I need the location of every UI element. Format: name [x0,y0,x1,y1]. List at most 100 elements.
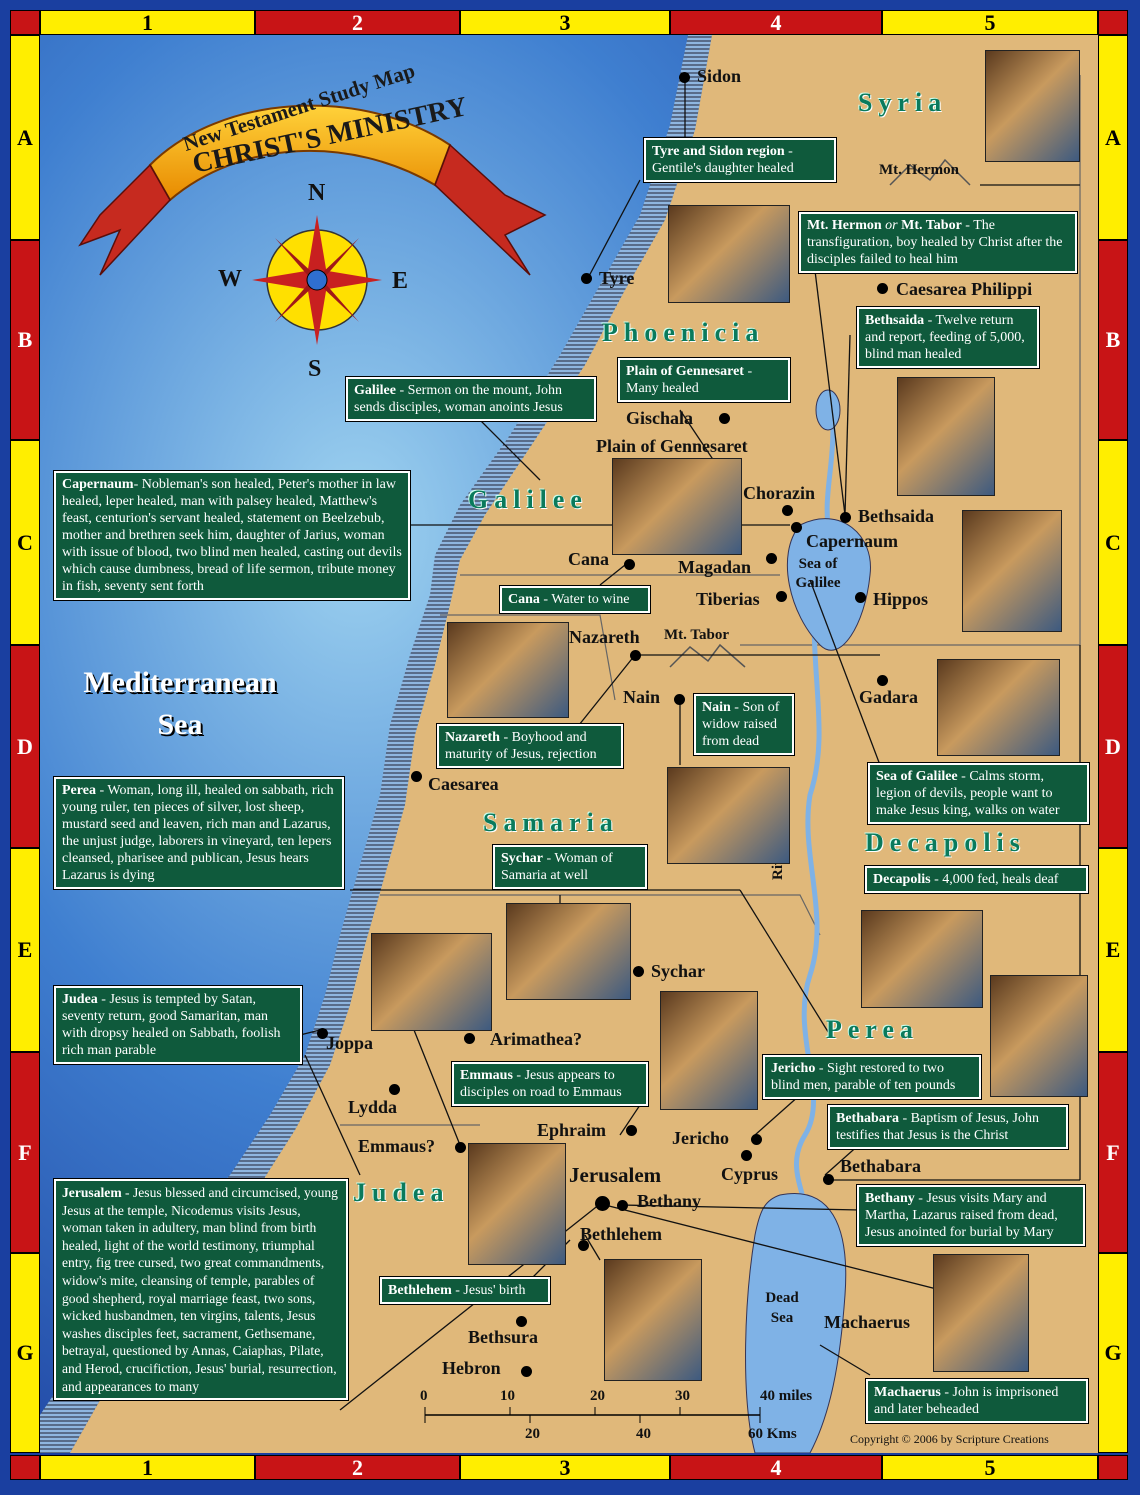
scale-km-60: 60 Kms [748,1426,797,1442]
scale-miles-30: 30 [675,1388,690,1404]
dot-bethsaida [840,512,851,523]
place-hebron: Hebron [442,1358,501,1378]
place-gennesaret: Plain of Gennesaret [596,436,748,456]
corner-block [1098,1455,1128,1480]
column-label-top-2: 2 [255,10,460,35]
place-sychar: Sychar [651,961,705,981]
region-judea: Judea [353,1178,450,1207]
dot-bethany [617,1200,628,1211]
box-perea: Perea - Woman, long ill, healed on sabba… [54,777,344,889]
dot-jerusalem [595,1196,610,1211]
place-hippos: Hippos [873,589,929,609]
compass-w: W [218,266,242,292]
column-label-bottom-3: 3 [460,1455,670,1480]
place-machaerus: Machaerus [824,1312,910,1332]
dot-gadara [877,675,888,686]
box-bethlehem-text: - Jesus' birth [451,1283,526,1298]
place-gadara: Gadara [859,687,919,707]
place-nazareth: Nazareth [569,627,640,647]
region-phoenicia: Phoenicia [602,318,765,347]
scale-bar [424,1407,761,1423]
compass-rose [252,215,382,345]
image-perea-scene [861,910,983,1008]
box-transfiguration-text: - The transfiguration, boy healed by Chr… [807,218,1063,267]
box-sea-of-galilee: Sea of Galilee - Calms storm, legion of … [868,763,1089,824]
place-nain: Nain [623,687,661,707]
box-emmaus-title: Emmaus [460,1068,513,1083]
box-gennesaret-title: Plain of Gennesaret [626,364,744,379]
copyright: Copyright © 2006 by Scripture Creations [850,1432,1049,1446]
region-decapolis: Decapolis [865,828,1026,857]
region-borders [340,75,1081,1126]
box-bethany-title: Bethany [865,1191,915,1206]
column-label-bottom-1: 1 [40,1455,255,1480]
dot-sychar [633,966,644,977]
image-samaritan-woman [506,903,631,1000]
compass-e: E [392,268,409,294]
mt-hermon-symbol [889,158,971,186]
image-transfiguration [985,50,1080,162]
mt-tabor-symbol [669,643,746,668]
box-tyre-sidon-text: - Gentile's daughter healed [652,144,794,176]
dot-jericho [751,1134,762,1145]
dot-tyre [581,273,592,284]
box-judea-title: Judea [62,992,98,1007]
image-nazareth-shop [447,622,569,718]
box-bethsaida-text: - Twelve return and report, feeding of 5… [865,313,1025,362]
box-emmaus: Emmaus - Jesus appears to disciples on r… [452,1062,648,1106]
place-bethabara: Bethabara [840,1156,921,1176]
row-label-right-D: D [1098,645,1128,848]
column-label-bottom-5: 5 [882,1455,1098,1480]
box-bethabara-title: Bethabara [836,1111,899,1126]
dot-tiberias [776,591,787,602]
place-magadan: Magadan [678,557,752,577]
box-tyre-sidon: Tyre and Sidon region - Gentile's daught… [644,138,836,182]
region-perea: Perea [826,1015,920,1044]
place-bethlehem: Bethlehem [580,1224,662,1244]
box-transfiguration-or: or [881,218,902,233]
box-bethlehem-title: Bethlehem [388,1283,452,1298]
dot-gischala [719,413,730,424]
dot-cyprus [741,1150,752,1161]
place-sidon: Sidon [697,66,742,86]
place-lydda: Lydda [348,1097,398,1117]
dot-nazareth [630,650,641,661]
row-label-left-A: A [10,35,40,240]
box-bethany-text: - Jesus visits Mary and Martha, Lazarus … [865,1191,1058,1240]
corner-block [1098,10,1128,35]
sea-label-line2: Sea [157,708,203,741]
box-galilee-text: - Sermon on the mount, John sends discip… [354,383,563,415]
place-joppa: Joppa [326,1033,374,1053]
place-cyprus: Cyprus [721,1164,779,1184]
box-machaerus-title: Machaerus [874,1385,941,1400]
box-decapolis-text: - 4,000 fed, heals deaf [930,872,1059,887]
place-mt-tabor: Mt. Tabor [664,627,730,643]
box-nain-text: - Son of widow raised from dead [702,700,780,749]
column-label-top-4: 4 [670,10,882,35]
row-label-left-G: G [10,1253,40,1453]
box-sea-of-galilee-text: - Calms storm, legion of devils, people … [876,769,1060,818]
place-jericho: Jericho [672,1128,729,1148]
box-transfiguration-title2: Mt. Tabor [901,218,962,233]
dot-joppa [317,1028,328,1039]
box-galilee: Galilee - Sermon on the mount, John send… [346,377,596,421]
box-sea-of-galilee-title: Sea of Galilee [876,769,958,784]
box-bethany: Bethany - Jesus visits Mary and Martha, … [857,1185,1085,1246]
box-decapolis-title: Decapolis [873,872,931,887]
sea-label: Mediterranean Sea [55,662,305,746]
box-jericho: Jericho - Sight restored to two blind me… [763,1055,981,1099]
compass-n: N [308,180,326,206]
place-ephraim: Ephraim [537,1120,607,1140]
row-label-right-E: E [1098,848,1128,1052]
box-transfiguration-title: Mt. Hermon [807,218,882,233]
place-mt-hermon: Mt. Hermon [879,162,959,178]
box-jericho-title: Jericho [771,1061,816,1076]
scale-miles-20: 20 [590,1388,605,1404]
box-perea-text: - Woman, long ill, healed on sabbath, ri… [62,783,334,883]
scale-miles-10: 10 [500,1388,515,1404]
scale-miles-40: 40 miles [760,1388,813,1404]
box-judea-text: - Jesus is tempted by Satan, seventy ret… [62,992,281,1058]
box-bethabara-text: - Baptism of Jesus, John testifies that … [836,1111,1039,1143]
image-resurrection [468,1143,566,1265]
dot-hebron [521,1366,532,1377]
